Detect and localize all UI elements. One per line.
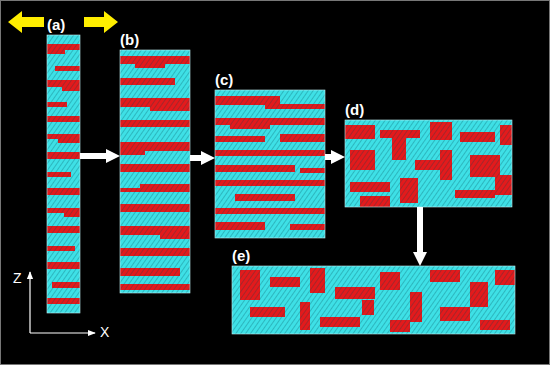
cyan-phase [215,90,325,238]
stretch-arrow [8,11,44,33]
atom-texture [47,35,80,313]
atom-texture [120,50,190,293]
snapshot-panel: (b) [120,50,190,293]
snapshot-panel: (a) [47,35,80,313]
snapshot-panel: (c) [215,90,325,238]
axis-label: Z [13,271,22,286]
stretch-arrow [84,11,118,33]
panel-label: (d) [345,102,364,119]
process-arrow [80,153,106,159]
snapshot-panel: (d) [345,120,512,207]
snapshot-panel: (e) [232,266,515,334]
snapshot-a [47,35,80,313]
cyan-phase [120,50,190,293]
atom-texture [215,90,325,238]
process-arrow [325,154,331,160]
cyan-phase [232,266,515,334]
atom-texture [232,266,515,334]
panel-label: (c) [215,72,233,89]
cyan-phase [345,120,512,207]
cyan-phase [47,35,80,313]
panel-label: (b) [120,32,139,49]
axis-arrow [30,332,95,333]
snapshot-c [215,90,325,238]
panel-label: (a) [47,17,65,34]
process-arrow [190,155,201,161]
panel-label: (e) [232,248,250,265]
axis-label: X [100,325,109,340]
snapshot-d [345,120,512,207]
axis-arrow [29,272,30,333]
process-arrow [417,207,423,252]
atom-texture [345,120,512,207]
snapshot-b [120,50,190,293]
snapshot-e [232,266,515,334]
